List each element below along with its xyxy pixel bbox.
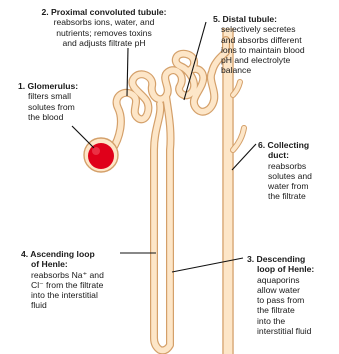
collecting-duct xyxy=(223,28,244,354)
ascending-loop-title-2: of Henle: xyxy=(21,259,131,269)
collecting-duct-line-1: reabsorbs xyxy=(258,161,338,171)
proximal-tubule-label: 2. Proximal convoluted tubule: reabsorbs… xyxy=(14,7,194,48)
distal-tubule-line-5: balance xyxy=(213,65,337,75)
descending-loop-line-4: the filtrate xyxy=(247,305,337,315)
proximal-tubule-title: 2. Proximal convoluted tubule: xyxy=(14,7,194,17)
pointer-glomerulus xyxy=(72,126,94,148)
descending-loop-line-3: to pass from xyxy=(247,295,337,305)
proximal-tubule-line-3: and adjusts filtrate pH xyxy=(14,38,194,48)
collecting-duct-line-2: solutes and xyxy=(258,171,338,181)
ascending-loop-line-1: reabsorbs Na⁺ and xyxy=(21,270,131,280)
distal-tubule-title: 5. Distal tubule: xyxy=(213,14,337,24)
glomerulus-label: 1. Glomerulus: filters small solutes fro… xyxy=(18,81,118,122)
descending-loop-line-5: into the xyxy=(247,316,337,326)
proximal-tubule-line-1: reabsorbs ions, water, and xyxy=(14,17,194,27)
ascending-loop-line-2: Cl⁻ from the filtrate xyxy=(21,280,131,290)
descending-loop-title-1: 3. Descending xyxy=(247,254,337,264)
descending-loop-label: 3. Descending loop of Henle: aquaporins … xyxy=(247,254,337,336)
pointer-proximal xyxy=(127,48,128,96)
ascending-loop-line-4: fluid xyxy=(21,300,131,310)
ascending-loop-line-3: into the interstitial xyxy=(21,290,131,300)
collecting-duct-line-3: water from xyxy=(258,181,338,191)
glomerulus-title: 1. Glomerulus: xyxy=(18,81,118,91)
descending-loop-title-2: loop of Henle: xyxy=(247,264,337,274)
distal-tubule-line-2: and absorbs different xyxy=(213,35,337,45)
ascending-loop-title-1: 4. Ascending loop xyxy=(21,249,131,259)
descending-loop-line-2: allow water xyxy=(247,285,337,295)
collecting-duct-line-4: the filtrate xyxy=(258,191,338,201)
distal-tubule-line-3: ions to maintain blood xyxy=(213,45,337,55)
descending-loop-line-1: aquaporins xyxy=(247,275,337,285)
glomerulus-line-3: the blood xyxy=(18,112,118,122)
proximal-tubule-line-2: nutrients; removes toxins xyxy=(14,28,194,38)
ascending-loop-label: 4. Ascending loop of Henle: reabsorbs Na… xyxy=(21,249,131,311)
glomerulus-line-1: filters small xyxy=(18,91,118,101)
distal-tubule-label: 5. Distal tubule: selectively secretes a… xyxy=(213,14,337,76)
descending-loop-line-6: interstitial fluid xyxy=(247,326,337,336)
distal-tubule-line-1: selectively secretes xyxy=(213,24,337,34)
collecting-duct-label: 6. Collecting duct: reabsorbs solutes an… xyxy=(258,140,338,202)
collecting-duct-title-1: 6. Collecting xyxy=(258,140,338,150)
distal-tubule-line-4: pH and electrolyte xyxy=(213,55,337,65)
glomerulus-line-2: solutes from xyxy=(18,102,118,112)
collecting-duct-title-2: duct: xyxy=(258,150,338,160)
